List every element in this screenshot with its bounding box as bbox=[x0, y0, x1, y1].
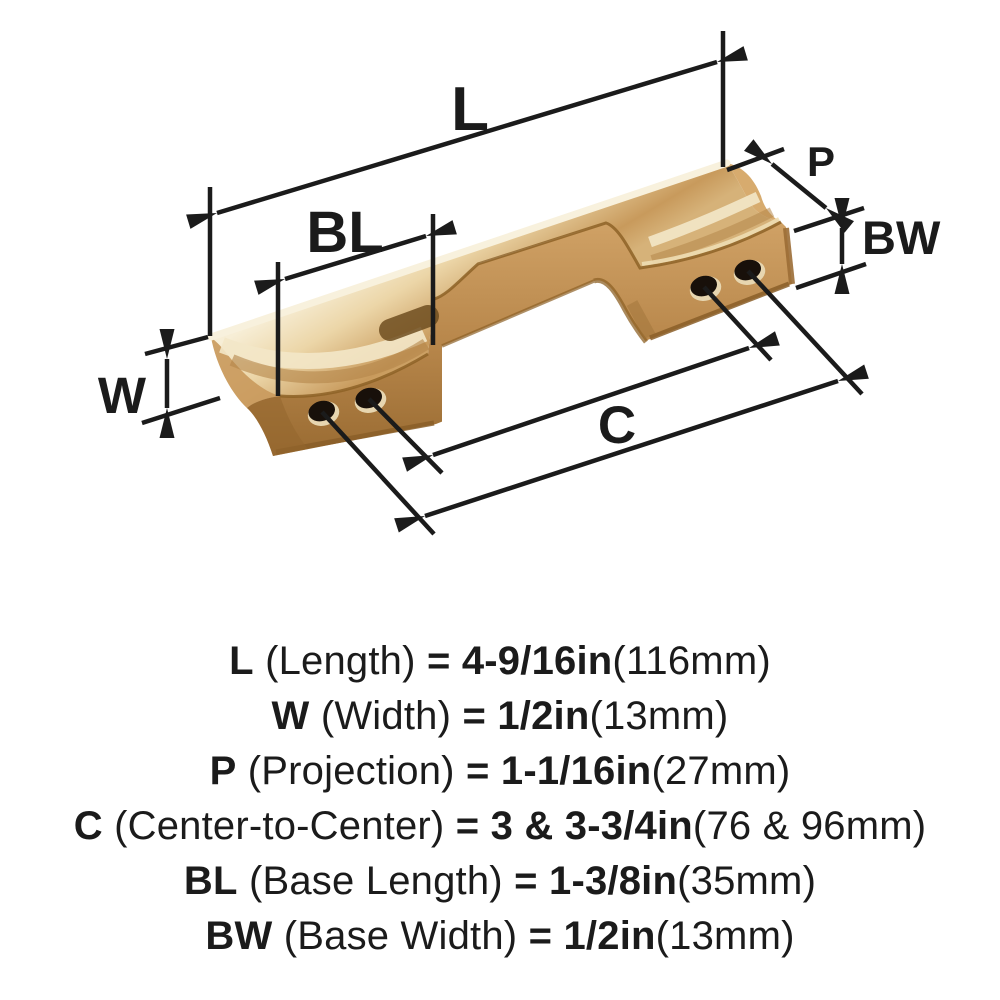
label-L: L bbox=[451, 75, 489, 144]
spec-metric: (76 & 96mm) bbox=[692, 804, 927, 848]
spec-line-P: P (Projection) = 1-1/16in(27mm) bbox=[0, 744, 1000, 799]
spec-line-C: C (Center-to-Center) = 3 & 3-3/4in(76 & … bbox=[0, 799, 1000, 854]
spec-name: (Center-to-Center) bbox=[102, 804, 456, 848]
left-base-flare-shade bbox=[247, 396, 308, 456]
product-diagram-svg: L BL P BW W C bbox=[98, 31, 941, 536]
spec-value: 1-1/16in bbox=[500, 749, 652, 793]
spec-metric: (13mm) bbox=[589, 694, 729, 738]
pull-left-end-cap bbox=[211, 337, 280, 408]
spec-name: (Projection) bbox=[236, 749, 466, 793]
spec-value: 4-9/16in bbox=[461, 639, 613, 683]
dimension-width bbox=[141, 329, 221, 438]
spec-name: (Base Length) bbox=[237, 859, 515, 903]
spec-value: 3 & 3-3/4in bbox=[490, 804, 693, 848]
dim-P-line bbox=[744, 139, 854, 233]
dim-BL-line bbox=[254, 220, 457, 295]
cabinet-pull-illustration bbox=[207, 159, 795, 456]
spec-equals: = bbox=[466, 749, 501, 793]
spec-symbol: W bbox=[271, 694, 310, 738]
leader-hole-4 bbox=[746, 269, 864, 396]
right-base-right-edge bbox=[783, 227, 795, 285]
spec-symbol: P bbox=[209, 749, 237, 793]
dimension-base-width bbox=[793, 198, 867, 294]
spec-name: (Width) bbox=[309, 694, 463, 738]
spec-equals: = bbox=[455, 804, 491, 848]
spec-metric: (35mm) bbox=[677, 859, 817, 903]
spec-value: 1-3/8in bbox=[549, 859, 678, 903]
scoop-groove bbox=[379, 305, 439, 341]
spec-name: (Length) bbox=[253, 639, 427, 683]
dim-BW-ext-top bbox=[793, 205, 865, 234]
spec-equals: = bbox=[514, 859, 549, 903]
label-W: W bbox=[98, 367, 147, 424]
spec-metric: (116mm) bbox=[612, 639, 771, 683]
label-C: C bbox=[598, 396, 636, 455]
spec-equals: = bbox=[528, 914, 564, 958]
spec-name: (Base Width) bbox=[272, 914, 529, 958]
spec-line-BW: BW (Base Width) = 1/2in(13mm) bbox=[0, 909, 1000, 964]
diagram-area: L BL P BW W C bbox=[98, 31, 941, 536]
spec-symbol: BW bbox=[205, 914, 273, 958]
spec-equals: = bbox=[426, 639, 462, 683]
dimension-annotations bbox=[141, 31, 869, 536]
spec-symbol: BL bbox=[183, 859, 238, 903]
label-BW: BW bbox=[862, 211, 941, 264]
spec-line-W: W (Width) = 1/2in(13mm) bbox=[0, 689, 1000, 744]
arch-right-fillet-shade bbox=[626, 300, 656, 339]
spec-equals: = bbox=[462, 694, 498, 738]
spec-metric: (13mm) bbox=[655, 914, 795, 958]
dim-W-ext-top bbox=[144, 334, 209, 357]
spec-value: 1/2in bbox=[497, 694, 590, 738]
dimension-projection bbox=[726, 139, 854, 233]
dimension-center-to-center bbox=[394, 331, 869, 533]
label-P: P bbox=[807, 138, 835, 185]
dimension-length bbox=[186, 31, 748, 336]
spec-value: 1/2in bbox=[563, 914, 656, 958]
dimension-base-length bbox=[254, 214, 457, 396]
spec-metric: (27mm) bbox=[651, 749, 791, 793]
dim-L-line bbox=[186, 46, 748, 229]
spec-list: L (Length) = 4-9/16in(116mm)W (Width) = … bbox=[0, 634, 1000, 964]
spec-line-L: L (Length) = 4-9/16in(116mm) bbox=[0, 634, 1000, 689]
label-BL: BL bbox=[306, 200, 383, 265]
spec-line-BL: BL (Base Length) = 1-3/8in(35mm) bbox=[0, 854, 1000, 909]
spec-symbol: L bbox=[229, 639, 254, 683]
spec-symbol: C bbox=[73, 804, 103, 848]
dim-W-ext-bottom bbox=[141, 395, 221, 426]
dim-C-line-outer bbox=[394, 364, 869, 533]
dimension-labels: L BL P BW W C bbox=[98, 75, 941, 455]
dim-BW-ext-bottom bbox=[795, 261, 867, 291]
